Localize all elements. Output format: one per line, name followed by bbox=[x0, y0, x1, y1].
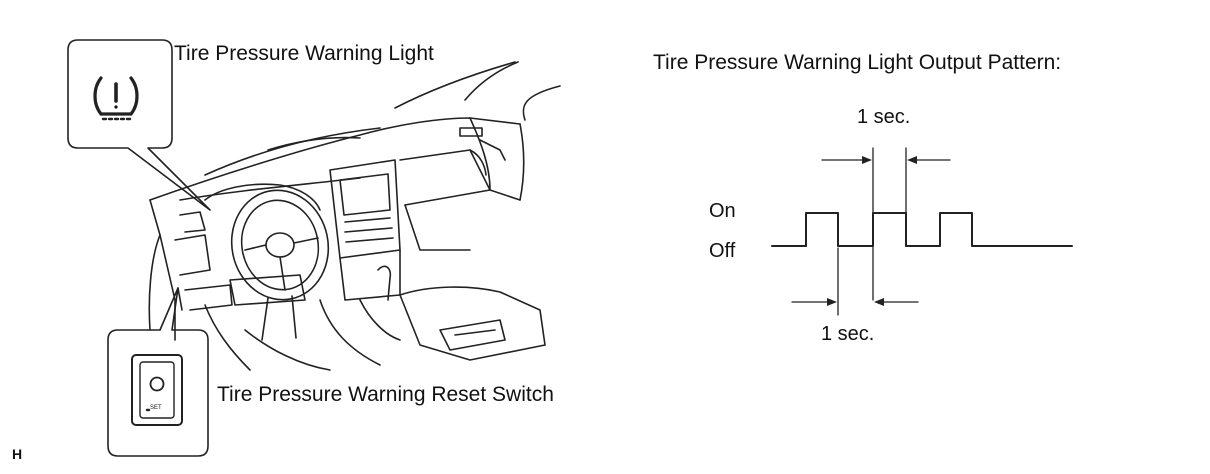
bottom-interval-arrowheads bbox=[827, 298, 884, 306]
on-label: On bbox=[709, 200, 736, 222]
reset-switch-label: Tire Pressure Warning Reset Switch bbox=[217, 383, 554, 406]
pattern-title: Tire Pressure Warning Light Output Patte… bbox=[653, 51, 1062, 74]
dashboard-illustration bbox=[148, 61, 561, 371]
top-interval-label: 1 sec. bbox=[857, 106, 911, 128]
reset-switch-icon bbox=[131, 354, 183, 426]
off-label: Off bbox=[709, 240, 736, 262]
top-interval-arrowheads bbox=[862, 156, 917, 164]
reset-switch-callout bbox=[107, 287, 209, 457]
corner-code: H bbox=[12, 446, 23, 462]
warning-light-callout bbox=[67, 39, 211, 211]
warning-light-label: Tire Pressure Warning Light bbox=[174, 42, 434, 65]
bottom-interval-markers bbox=[791, 247, 919, 316]
output-waveform bbox=[771, 212, 1073, 247]
bottom-interval-label: 1 sec. bbox=[821, 323, 875, 345]
switch-small-text: SET bbox=[150, 405, 162, 411]
top-interval-markers bbox=[821, 147, 951, 301]
tire-pressure-warning-icon bbox=[93, 76, 139, 121]
